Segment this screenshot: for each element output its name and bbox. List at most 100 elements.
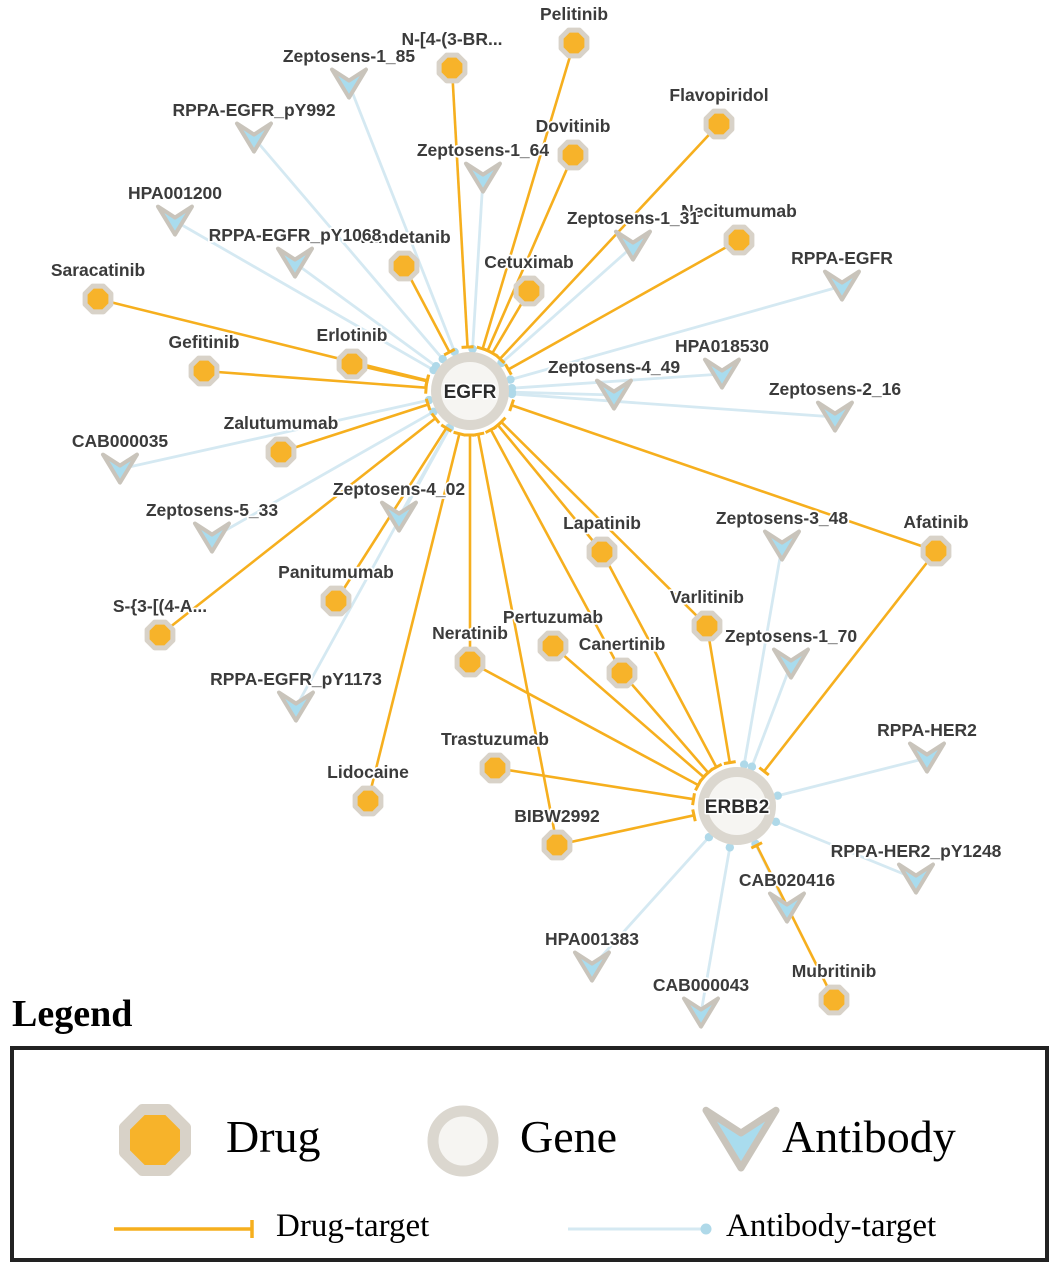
drug-target-edge-trastuzumab [494, 766, 694, 801]
gene-node-egfr[interactable] [431, 352, 509, 430]
antibody-node-zeptosens-3-48[interactable] [763, 529, 801, 562]
drug-node-necitumumab[interactable] [723, 224, 755, 256]
drug-edge-tee [723, 760, 736, 766]
antibody-node-hpa001383[interactable] [573, 950, 611, 983]
drug-target-legend-label: Drug-target [276, 1208, 430, 1244]
drug-node-lapatinib[interactable] [586, 536, 618, 568]
drug-edge-tee [691, 809, 697, 822]
antibody-node-zeptosens-4-49[interactable] [595, 378, 633, 411]
gene-node-erbb2[interactable] [698, 767, 776, 845]
antibody-target-edge-rppa-egfr [510, 284, 843, 381]
drug-legend-label: Drug [226, 1111, 321, 1162]
drug-node-pertuzumab[interactable] [537, 630, 569, 662]
antibody-node-zeptosens-5-33[interactable] [193, 521, 231, 554]
antibody-node-rppa-egfr-py992[interactable] [235, 121, 273, 154]
drug-node-canertinib[interactable] [606, 657, 638, 689]
drug-node-neratinib[interactable] [454, 646, 486, 678]
drug-edge-tee [691, 793, 696, 806]
drug-node-label: Necitumumab [681, 201, 797, 221]
drug-node-erlotinib[interactable] [336, 348, 368, 380]
antibody-node-label: Zeptosens-3_48 [716, 508, 849, 528]
drug-node-varlitinib[interactable] [691, 610, 723, 642]
drug-node-label: Flavopiridol [669, 85, 768, 105]
drug-node-cetuximab[interactable] [513, 275, 545, 307]
antibody-node-hpa018530[interactable] [703, 357, 741, 390]
antibody-node-label: RPPA-EGFR [791, 248, 893, 268]
antibody-target-edge-rppa-egfr-py992 [252, 137, 444, 360]
antibody-node-cab020416[interactable] [768, 891, 806, 924]
drug-node-trastuzumab[interactable] [479, 752, 511, 784]
gene-legend-label: Gene [520, 1111, 618, 1162]
drug-target-edge-canertinib [621, 672, 710, 774]
antibody-target-edge-hpa018530 [511, 372, 723, 390]
drug-edge-tee [453, 430, 466, 437]
drug-node-label: Mubritinib [792, 961, 877, 981]
drug-edge-tee [472, 431, 485, 437]
antibody-node-label: Zeptosens-5_33 [146, 500, 279, 520]
antibody-node-zeptosens-1-64[interactable] [464, 161, 502, 194]
antibody-node-label: CAB000043 [653, 975, 750, 995]
antibody-node-rppa-egfr-py1173[interactable] [277, 690, 315, 723]
drug-node-saracatinib[interactable] [82, 283, 114, 315]
antibody-node-cab000043[interactable] [682, 996, 720, 1029]
drug-node-label: BIBW2992 [514, 806, 600, 826]
antibody-node-label: Zeptosens-4_49 [548, 357, 681, 377]
drug-node-n-4-3-br[interactable] [436, 52, 468, 84]
antibody-node-rppa-her2-py1248[interactable] [897, 862, 935, 895]
drug-node-dovitinib[interactable] [557, 139, 589, 171]
drug-target-edge-necitumumab [507, 238, 740, 371]
drug-target-edge-afatinib [763, 550, 938, 773]
antibody-node-cab000035[interactable] [101, 452, 139, 485]
antibody-node-zeptosens-1-31[interactable] [614, 229, 652, 262]
antibody-node-label: Zeptosens-2_16 [769, 379, 902, 399]
drug-node-bibw2992[interactable] [541, 829, 573, 861]
drug-node-label: Canertinib [579, 634, 666, 654]
antibody-node-zeptosens-4-02[interactable] [380, 500, 418, 533]
drug-edge-tee [484, 425, 497, 434]
drug-node-zalutumumab[interactable] [265, 436, 297, 468]
antibody-node-rppa-her2[interactable] [908, 741, 946, 774]
gene-legend-icon [427, 1105, 499, 1177]
drug-node-panitumumab[interactable] [320, 585, 352, 617]
drug-node-pelitinib[interactable] [558, 27, 590, 59]
drug-node-label: Pertuzumab [503, 607, 603, 627]
antibody-edge-endpoint [773, 791, 782, 800]
drug-node-gefitinib[interactable] [188, 355, 220, 387]
drug-node-afatinib[interactable] [920, 535, 952, 567]
drug-target-edge-varlitinib [705, 625, 732, 763]
antibody-node-rppa-egfr-py1068[interactable] [276, 246, 314, 279]
legend-title: Legend [12, 993, 133, 1035]
drug-node-lidocaine[interactable] [352, 785, 384, 817]
drug-edge-tee [495, 416, 507, 428]
legend-box: Drug Gene Antibody Drug-target Antibody-… [10, 1046, 1049, 1262]
antibody-node-zeptosens-2-16[interactable] [816, 400, 854, 433]
antibody-edge-endpoint [771, 817, 781, 827]
antibody-node-zeptosens-1-70[interactable] [772, 647, 810, 680]
drug-edge-layer [97, 42, 938, 1001]
node-layer [82, 27, 952, 1029]
drug-edge-tee [750, 841, 763, 850]
antibody-target-edge-zeptosens-1-70 [750, 663, 793, 768]
antibody-target-edge-rppa-egfr-py1068 [294, 261, 437, 368]
drug-node-vandetanib[interactable] [388, 250, 420, 282]
antibody-node-label: CAB020416 [739, 870, 836, 890]
drug-edge-tee [461, 345, 474, 349]
antibody-target-edge-cab000043 [699, 847, 732, 1014]
drug-octagon-icon [119, 1104, 191, 1176]
antibody-node-zeptosens-1-85[interactable] [330, 67, 368, 100]
drug-target-edge-gefitinib [203, 369, 427, 389]
antibody-node-hpa001200[interactable] [156, 204, 194, 237]
antibody-target-edge-rppa-her2 [777, 756, 928, 798]
drug-node-label: Gefitinib [169, 332, 240, 352]
antibody-target-legend-line [568, 1223, 712, 1235]
antibody-node-label: HPA001200 [128, 183, 222, 203]
drug-node-s-3-4-a[interactable] [144, 619, 176, 651]
drug-node-label: Zalutumumab [224, 413, 339, 433]
antibody-node-rppa-egfr[interactable] [823, 269, 861, 302]
drug-node-label: N-[4-(3-BR... [401, 29, 502, 49]
drug-edge-tee [424, 375, 430, 388]
drug-target-edge-zalutumumab [280, 403, 429, 454]
drug-node-mubritinib[interactable] [818, 984, 850, 1016]
drug-node-flavopiridol[interactable] [703, 108, 735, 140]
